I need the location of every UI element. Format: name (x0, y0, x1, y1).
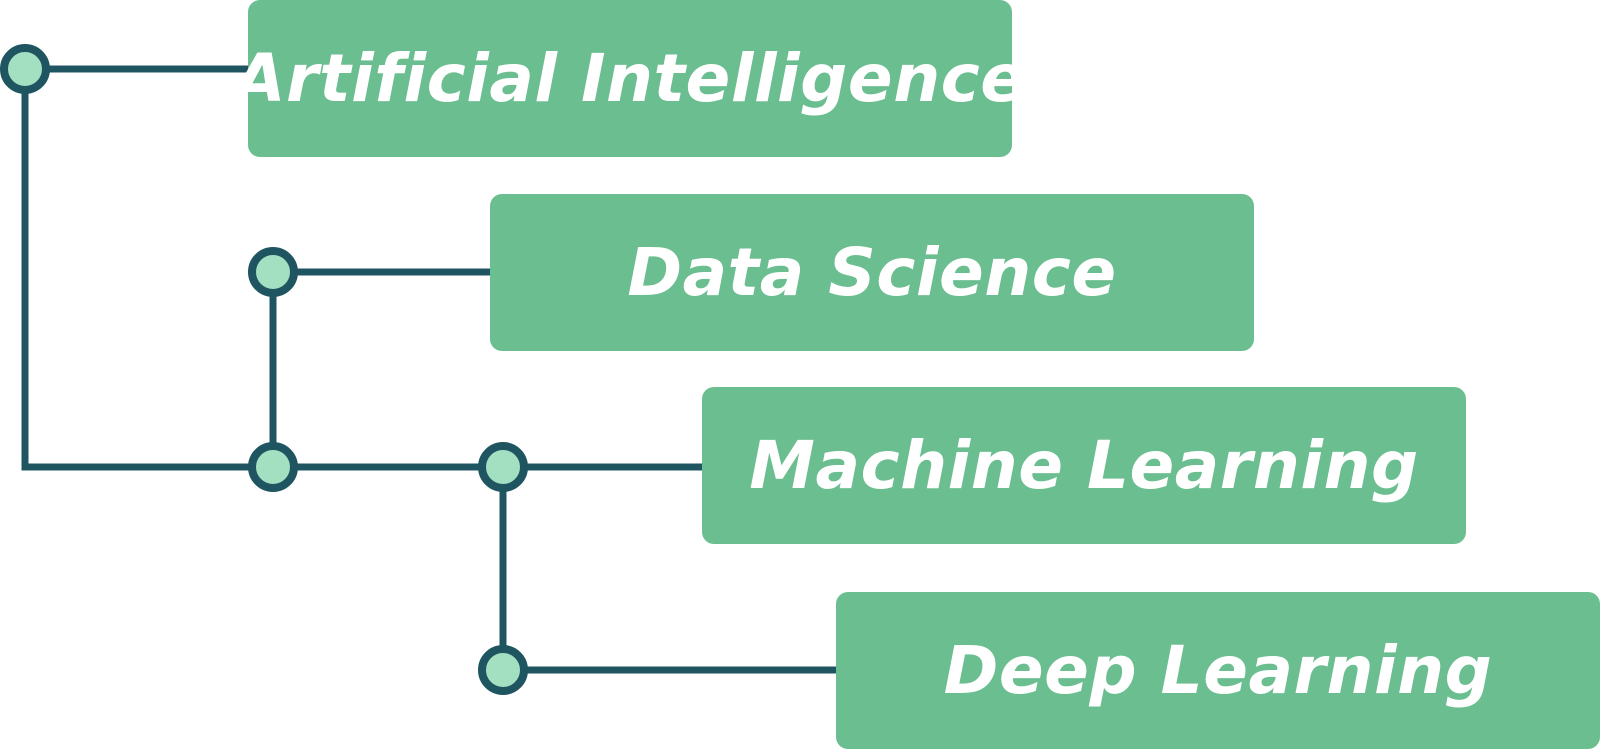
node-machine-learning (478, 442, 528, 492)
connector-ai (21, 65, 277, 471)
connector-data-science (269, 268, 494, 471)
box-artificial-intelligence: Artificial Intelligence (234, 0, 1025, 157)
box-data-science: Data Science (490, 194, 1254, 351)
node-deep-learning (478, 645, 528, 695)
box-deep-learning: Deep Learning (836, 592, 1600, 749)
node-data-science (248, 247, 298, 297)
node-ai (0, 44, 50, 94)
node-ai-junction (248, 442, 298, 492)
box-machine-learning: Machine Learning (702, 387, 1466, 544)
label-artificial-intelligence: Artificial Intelligence (234, 40, 1026, 117)
label-data-science: Data Science (627, 234, 1117, 311)
label-machine-learning: Machine Learning (749, 427, 1419, 504)
label-deep-learning: Deep Learning (943, 632, 1493, 709)
